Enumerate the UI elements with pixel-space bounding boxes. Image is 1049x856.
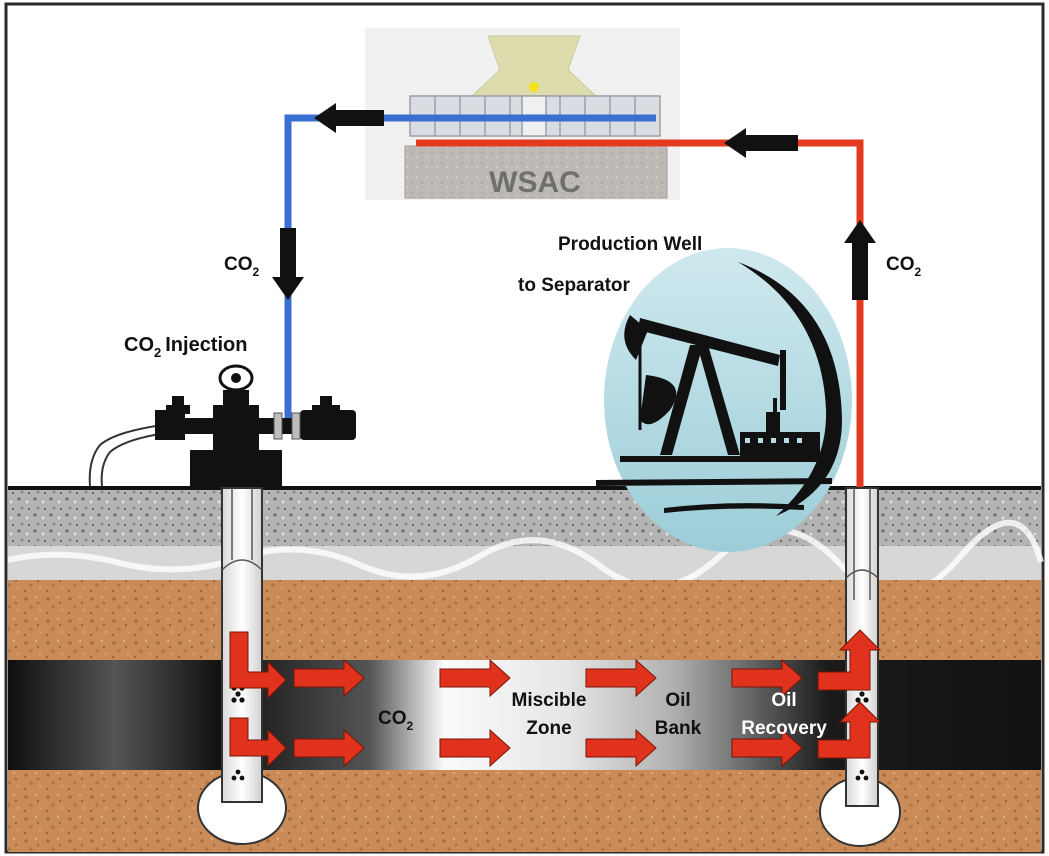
flow-arrow-5 <box>585 658 657 698</box>
injection-elbow-arrow-upper <box>229 631 287 700</box>
production-well-label: Production Well <box>558 234 702 255</box>
flow-arrow-7 <box>731 658 803 698</box>
oil-recovery-oil-label: Oil <box>771 690 796 711</box>
reservoir-layer-left <box>8 660 223 770</box>
flow-arrow-4 <box>439 728 511 768</box>
flow-arrow-1 <box>293 658 365 698</box>
pipe-arrow-down <box>272 228 304 300</box>
pumpjack-background-ellipse <box>604 248 852 552</box>
injection-elbow-arrow-lower <box>229 717 287 768</box>
oil-bank-oil-label: Oil <box>665 690 690 711</box>
co2-down-label: CO2 <box>224 254 260 279</box>
flow-arrows <box>229 629 882 768</box>
oil-recovery-recovery-label: Recovery <box>741 718 827 739</box>
pipe-arrow-left-blue <box>314 103 384 133</box>
zone-co2-label: CO2 <box>378 708 414 733</box>
hot-co2-pipe <box>416 139 864 588</box>
lightstone-layer <box>8 546 1041 580</box>
pipe-arrow-left-red <box>724 128 798 158</box>
co2-up-label: CO2 <box>886 254 922 279</box>
flow-arrow-6 <box>585 728 657 768</box>
oil-bank-bank-label: Bank <box>655 718 702 739</box>
flow-arrow-8 <box>731 728 803 768</box>
wsac-label: WSAC <box>489 166 581 199</box>
to-separator-label: to Separator <box>518 275 631 296</box>
zone-label: Zone <box>526 718 571 739</box>
wellhead-valve-icon <box>88 364 356 488</box>
production-elbow-arrow-lower <box>817 701 882 759</box>
miscible-label: Miscible <box>512 690 587 711</box>
pumpjack-icon <box>596 248 852 552</box>
production-elbow-arrow-upper <box>817 629 882 691</box>
flow-arrow-3 <box>439 658 511 698</box>
gravel-layer <box>8 488 1041 546</box>
soil-layer-upper <box>8 580 1041 660</box>
flow-arrow-2 <box>293 728 365 768</box>
pipe-arrow-up <box>844 220 876 300</box>
cold-co2-pipe <box>284 114 656 428</box>
